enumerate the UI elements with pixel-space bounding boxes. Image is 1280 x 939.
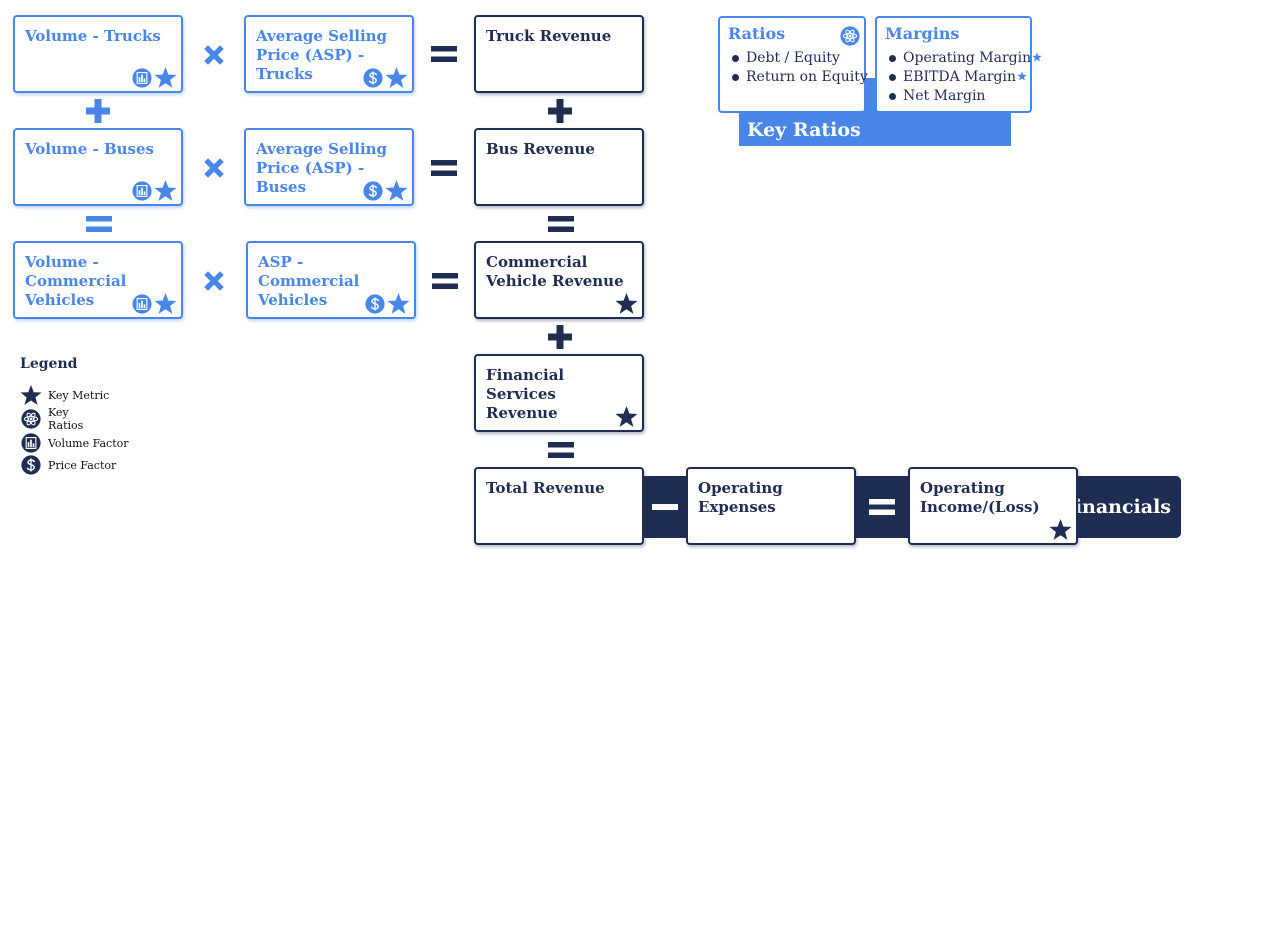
legend-item-key-ratios: Key Ratios bbox=[20, 406, 129, 432]
list-item: Net Margin bbox=[885, 87, 1022, 106]
star-icon bbox=[615, 292, 638, 315]
cv-revenue-label: Commercial Vehicle Revenue bbox=[486, 253, 624, 290]
operating-expenses-box: Operating Expenses bbox=[686, 467, 856, 545]
ebitda-margin-label: EBITDA Margin bbox=[903, 69, 1016, 85]
ratios-list: Debt / Equity Return on Equity bbox=[728, 49, 868, 87]
legend-item-price-factor: Price Factor bbox=[20, 454, 129, 476]
bus-revenue-label: Bus Revenue bbox=[486, 140, 595, 158]
star-icon bbox=[1017, 71, 1027, 81]
volume-cv-box: Volume - Commercial Vehicles bbox=[13, 241, 183, 319]
legend-label: Volume Factor bbox=[48, 436, 129, 450]
equals-operator bbox=[431, 160, 457, 176]
volume-buses-label: Volume - Buses bbox=[25, 140, 154, 158]
asp-trucks-box: Average Selling Price (ASP) - Trucks bbox=[244, 15, 414, 93]
multiply-operator bbox=[201, 268, 227, 294]
list-item: Operating Margin bbox=[885, 49, 1022, 68]
ratios-panel: Ratios Debt / Equity Return on Equity bbox=[718, 16, 868, 113]
plus-operator bbox=[86, 99, 110, 123]
bus-revenue-box: Bus Revenue bbox=[474, 128, 644, 206]
margins-panel: Margins Operating Margin EBITDA Margin N… bbox=[875, 16, 1032, 113]
equals-operator bbox=[548, 216, 574, 232]
star-icon bbox=[615, 405, 638, 428]
plus-operator bbox=[548, 325, 572, 349]
operating-expenses-label: Operating Expenses bbox=[698, 479, 783, 516]
star-icon bbox=[154, 179, 177, 202]
multiply-operator bbox=[201, 155, 227, 181]
total-revenue-label: Total Revenue bbox=[486, 479, 605, 497]
cv-revenue-box: Commercial Vehicle Revenue bbox=[474, 241, 644, 319]
bar-chart-icon bbox=[132, 181, 152, 201]
operating-income-label: Operating Income/(Loss) bbox=[920, 479, 1040, 516]
ratios-title: Ratios bbox=[728, 24, 786, 43]
asp-buses-label: Average Selling Price (ASP) - Buses bbox=[256, 140, 388, 196]
total-revenue-box: Total Revenue bbox=[474, 467, 644, 545]
fs-revenue-label: Financial Services Revenue bbox=[486, 366, 565, 422]
truck-revenue-box: Truck Revenue bbox=[474, 15, 644, 93]
fs-revenue-box: Financial Services Revenue bbox=[474, 354, 644, 432]
volume-trucks-box: Volume - Trucks bbox=[13, 15, 183, 93]
multiply-operator bbox=[201, 42, 227, 68]
dollar-icon bbox=[21, 455, 41, 475]
star-icon bbox=[385, 179, 408, 202]
equals-operator bbox=[86, 216, 112, 232]
volume-cv-label: Volume - Commercial Vehicles bbox=[25, 253, 127, 309]
star-icon bbox=[387, 292, 410, 315]
star-icon bbox=[20, 384, 42, 406]
operating-income-box: Operating Income/(Loss) bbox=[908, 467, 1078, 545]
legend-label: Key Ratios bbox=[48, 406, 84, 432]
asp-cv-box: ASP - Commercial Vehicles bbox=[246, 241, 416, 319]
legend-item-key-metric: Key Metric bbox=[20, 384, 129, 406]
asp-cv-label: ASP - Commercial Vehicles bbox=[258, 253, 360, 309]
legend-label: Key Metric bbox=[48, 388, 110, 402]
asp-buses-box: Average Selling Price (ASP) - Buses bbox=[244, 128, 414, 206]
key-ratios-label: Key Ratios bbox=[747, 119, 861, 141]
equals-operator bbox=[548, 442, 574, 458]
star-icon bbox=[1049, 518, 1072, 541]
asp-trucks-label: Average Selling Price (ASP) - Trucks bbox=[256, 27, 388, 83]
legend-item-volume-factor: Volume Factor bbox=[20, 432, 129, 454]
star-icon bbox=[385, 66, 408, 89]
star-icon bbox=[154, 292, 177, 315]
atom-icon bbox=[21, 409, 41, 429]
dollar-icon bbox=[363, 181, 383, 201]
equals-operator bbox=[431, 46, 457, 62]
bar-chart-icon bbox=[132, 68, 152, 88]
legend-title: Legend bbox=[20, 356, 78, 372]
star-icon bbox=[154, 66, 177, 89]
minus-operator bbox=[652, 504, 678, 510]
star-icon bbox=[1032, 52, 1042, 62]
volume-buses-box: Volume - Buses bbox=[13, 128, 183, 206]
list-item: Return on Equity bbox=[728, 68, 868, 87]
legend: Legend Key Metric Key Ratios Volume Fact… bbox=[20, 356, 129, 476]
margins-title: Margins bbox=[885, 24, 960, 43]
plus-operator bbox=[548, 99, 572, 123]
equals-operator bbox=[432, 273, 458, 289]
list-item: Debt / Equity bbox=[728, 49, 856, 68]
margins-list: Operating Margin EBITDA Margin Net Margi… bbox=[885, 49, 1022, 106]
bar-chart-icon bbox=[132, 294, 152, 314]
list-item: EBITDA Margin bbox=[885, 68, 1022, 87]
bar-chart-icon bbox=[21, 433, 41, 453]
dollar-icon bbox=[365, 294, 385, 314]
dollar-icon bbox=[363, 68, 383, 88]
atom-icon bbox=[840, 26, 860, 46]
financials-label: Financials bbox=[1061, 496, 1171, 518]
truck-revenue-label: Truck Revenue bbox=[486, 27, 612, 45]
equals-operator bbox=[869, 499, 895, 515]
legend-label: Price Factor bbox=[48, 458, 117, 472]
volume-trucks-label: Volume - Trucks bbox=[25, 27, 161, 45]
operating-margin-label: Operating Margin bbox=[903, 50, 1032, 66]
